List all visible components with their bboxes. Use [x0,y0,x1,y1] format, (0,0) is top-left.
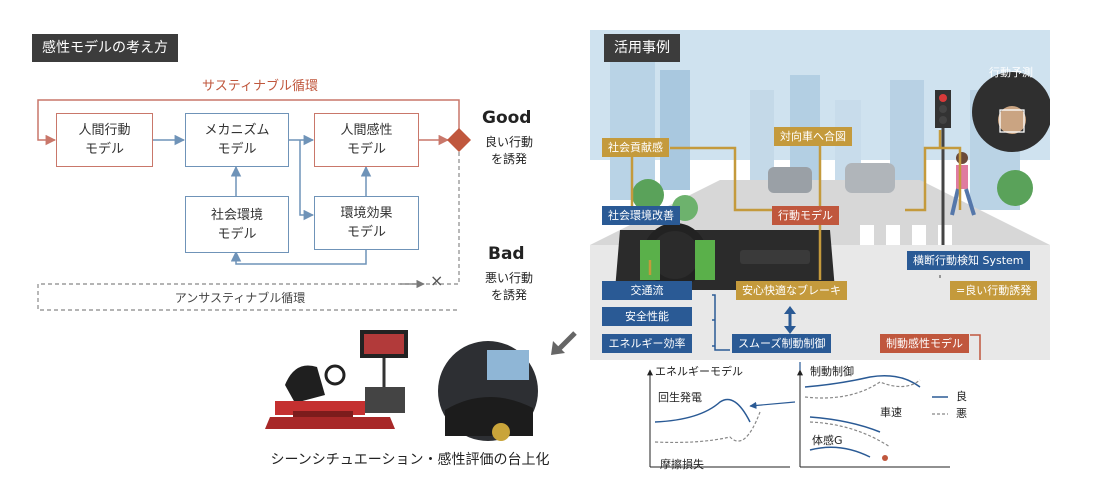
driving-simulator-image [265,330,408,429]
energy-model-label: エネルギーモデル [655,365,743,378]
safe-brake-tag: 安心快適なブレーキ [736,281,847,300]
body-g-label: 体感G [812,434,843,447]
left-section-title: 感性モデルの考え方 [32,34,178,62]
social-contribution-tag: 社会貢献感 [602,138,669,157]
bad-title: Bad [488,244,525,264]
brake-kansei-model-tag: 制動感性モデル [880,334,969,353]
mechanism-model-box: メカニズム モデル [185,113,289,167]
good-title: Good [482,108,532,128]
sustainable-cycle-label: サスティナブル循環 [202,79,318,94]
bad-text: 悪い行動 を誘発 [484,271,533,302]
human-kansei-model-box: 人間感性 モデル [314,113,419,167]
energy-braking-graphs [647,362,950,468]
human-behavior-model-box: 人間行動 モデル [56,113,153,167]
safety-tag: 安全性能 [602,307,692,326]
platform-caption: シーンシチュエーション・感性評価の台上化 [270,452,550,468]
social-env-model-box: 社会環境 モデル [185,196,289,253]
traffic-flow-tag: 交通流 [602,281,692,300]
energy-efficiency-tag: エネルギー効率 [602,334,692,353]
good-behavior-tag: =良い行動誘発 [950,281,1038,300]
friction-label: 摩擦損失 [660,458,704,471]
behavior-model-tag: 行動モデル [772,206,839,225]
kansei-model-connectors [37,99,471,311]
legend-bad-label: 悪 [956,407,967,420]
regen-label: 回生発電 [658,391,702,404]
vehicle-test-photo [438,341,538,441]
smooth-control-tag: スムーズ制動制御 [732,334,832,353]
legend-good-label: 良 [956,390,967,403]
braking-label: 制動制御 [810,365,854,378]
env-effect-model-box: 環境効果 モデル [314,196,419,250]
behavior-prediction-label: 行動予測 [989,66,1033,79]
social-env-improve-tag: 社会環境改善 [602,206,680,225]
good-text: 良い行動 を誘発 [484,135,533,166]
cross-mark: × [430,271,444,290]
diagonal-arrow-icon [551,331,577,355]
speed-label: 車速 [880,406,902,419]
crossing-detect-tag: 横断行動検知 System [907,251,1030,270]
right-section-title: 活用事例 [604,34,680,62]
oncoming-signal-tag: 対向車へ合図 [774,127,852,146]
unsustainable-cycle-label: アンサスティナブル循環 [174,291,306,305]
